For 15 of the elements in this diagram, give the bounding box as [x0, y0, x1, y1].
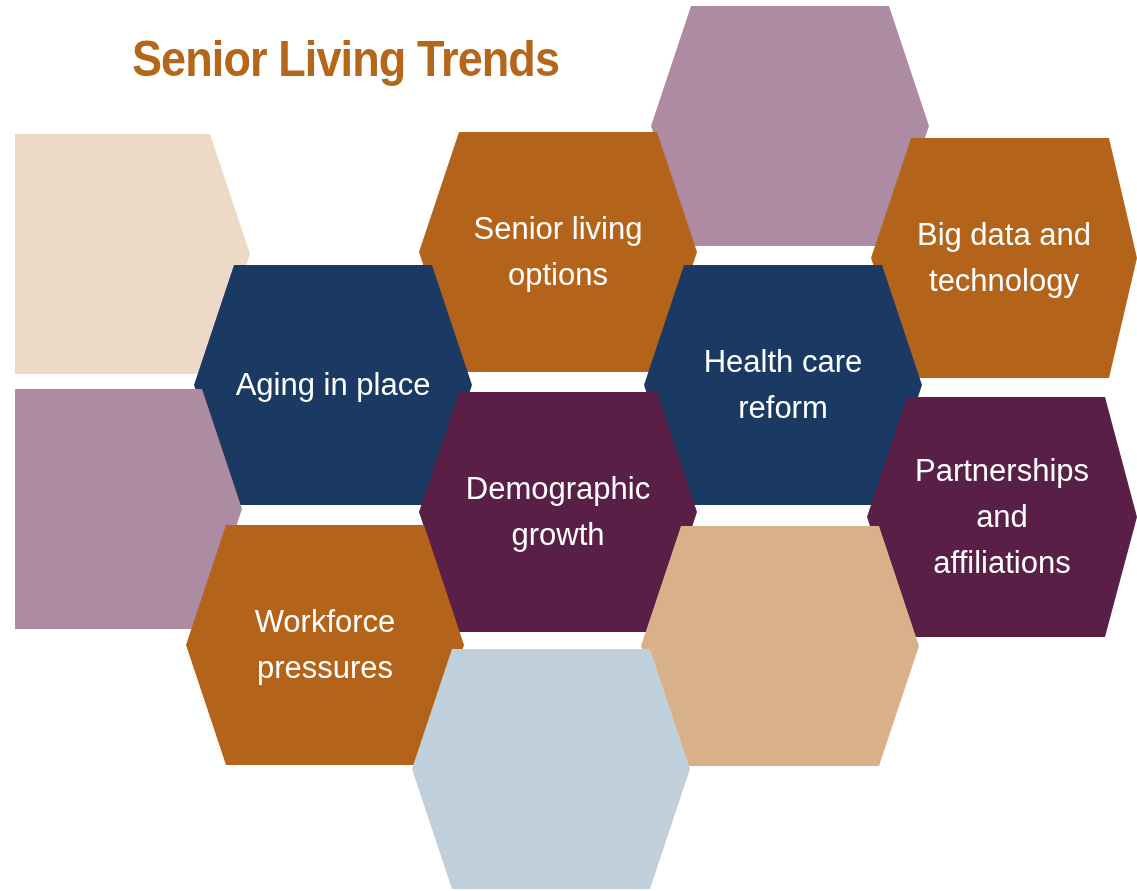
- tile-label: Demographic growth: [464, 470, 652, 554]
- tile-label: Partnerships and affiliations: [914, 452, 1090, 582]
- title: Senior Living Trends: [132, 30, 560, 88]
- hexagon-tile: [867, 397, 1137, 637]
- hexagon-tile: [641, 526, 919, 766]
- tile-label: Workforce pressures: [253, 603, 397, 687]
- hexagon-tile: [419, 132, 697, 372]
- tile-label: Senior living options: [472, 210, 644, 294]
- hexagon-tile: [871, 138, 1137, 378]
- hexagon-tile: [186, 525, 464, 765]
- tile-label: Aging in place: [234, 366, 432, 404]
- tile-label: Big data and technology: [915, 216, 1093, 300]
- hexagon-tile: [412, 649, 690, 889]
- tile-label: Health care reform: [702, 343, 864, 427]
- hexagon-tile: [15, 134, 250, 374]
